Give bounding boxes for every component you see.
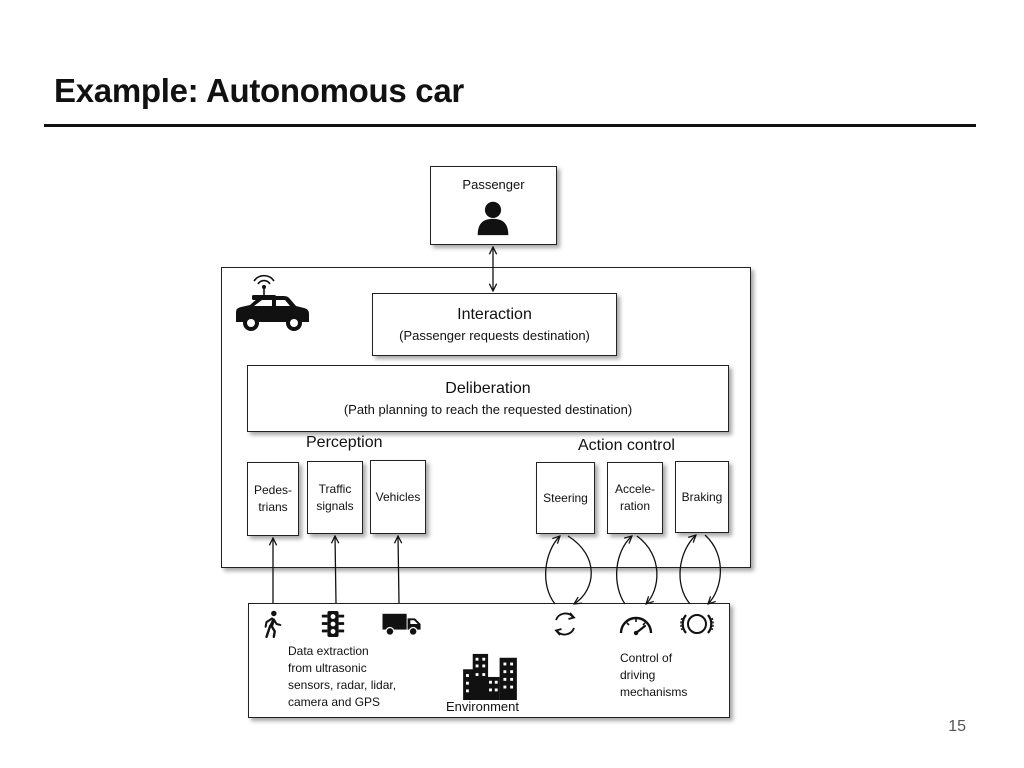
- autonomous-car-icon: [236, 274, 309, 331]
- speedometer-icon: [619, 616, 653, 636]
- action-item-acceleration: Accele- ration: [607, 462, 663, 534]
- perception-item-line: Vehicles: [375, 489, 421, 504]
- interaction-box: Interaction (Passenger requests destinat…: [372, 293, 617, 356]
- city-buildings-icon: [463, 653, 517, 700]
- action-item-braking: Braking: [675, 461, 729, 533]
- action-item-line: ration: [619, 499, 651, 513]
- control-text-line: mechanisms: [620, 685, 688, 699]
- environment-label: Environment: [446, 699, 519, 714]
- passenger-box: Passenger: [430, 166, 557, 245]
- title-divider: [44, 124, 976, 127]
- environment-box: Data extraction from ultrasonic sensors,…: [248, 603, 730, 718]
- perception-item-vehicles: Vehicles: [370, 460, 426, 534]
- slide-title: Example: Autonomous car: [54, 72, 464, 109]
- sensing-text-line: sensors, radar, lidar,: [288, 678, 397, 692]
- pedestrian-icon: [264, 610, 282, 639]
- sensing-text-line: from ultrasonic: [288, 661, 367, 675]
- page-number: 15: [948, 718, 966, 735]
- action-item-line: Braking: [681, 489, 723, 504]
- sensing-text-line: camera and GPS: [288, 695, 381, 709]
- perception-item-line: Pedes-: [253, 483, 293, 497]
- perception-item-line: Traffic: [318, 481, 352, 496]
- control-text-line: Control of: [620, 651, 673, 665]
- action-item-line: Accele-: [614, 482, 655, 496]
- interaction-title: Interaction: [457, 306, 532, 323]
- truck-icon: [382, 613, 421, 636]
- brake-disc-icon: [680, 614, 714, 634]
- steering-cycle-icon: [554, 612, 576, 636]
- action-control-label: Action control: [578, 437, 675, 454]
- deliberation-subtitle: (Path planning to reach the requested de…: [343, 402, 633, 417]
- perception-item-line: trians: [258, 500, 288, 514]
- perception-item-traffic-signals: Traffic signals: [307, 461, 363, 534]
- perception-item-pedestrians: Pedes- trians: [247, 462, 299, 536]
- action-item-line: Steering: [543, 490, 588, 505]
- sensing-text: Data extraction from ultrasonic sensors,…: [288, 643, 428, 711]
- passenger-label: Passenger: [462, 177, 525, 192]
- control-text: Control of driving mechanisms: [620, 650, 687, 701]
- traffic-light-icon: [321, 611, 345, 637]
- sensing-text-line: Data extraction: [288, 644, 369, 658]
- deliberation-title: Deliberation: [445, 380, 531, 397]
- control-text-line: driving: [620, 668, 656, 682]
- perception-item-line: signals: [316, 498, 354, 513]
- person-icon: [477, 201, 509, 236]
- perception-label: Perception: [306, 434, 383, 451]
- interaction-subtitle: (Passenger requests destination): [399, 328, 590, 343]
- deliberation-box: Deliberation (Path planning to reach the…: [247, 365, 729, 432]
- action-item-steering: Steering: [536, 462, 595, 534]
